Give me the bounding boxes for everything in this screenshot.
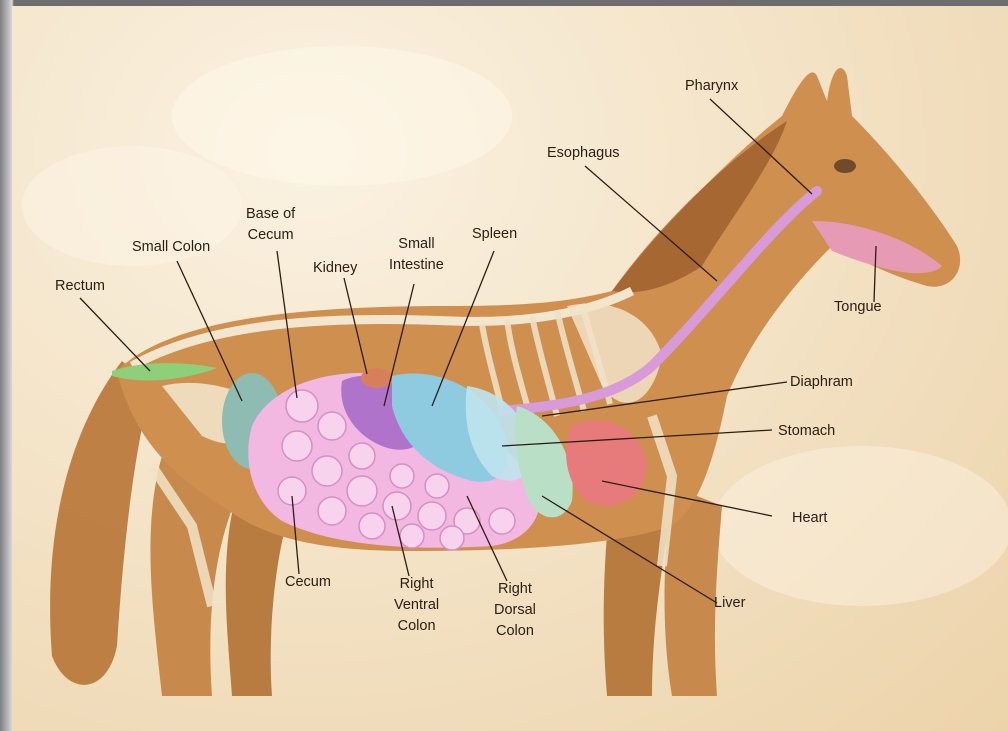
- label-esophagus: Esophagus: [547, 143, 620, 164]
- label-kidney: Kidney: [313, 258, 357, 279]
- eye: [834, 159, 856, 173]
- label-pharynx: Pharynx: [685, 76, 738, 97]
- label-stomach: Stomach: [778, 421, 835, 442]
- label-rectum: Rectum: [55, 276, 105, 297]
- label-small-colon: Small Colon: [132, 237, 210, 258]
- label-diaphram: Diaphram: [790, 372, 853, 393]
- label-spleen: Spleen: [472, 224, 517, 245]
- label-cecum: Cecum: [285, 572, 331, 593]
- label-heart: Heart: [792, 508, 827, 529]
- label-tongue: Tongue: [834, 297, 882, 318]
- label-liver: Liver: [714, 593, 745, 614]
